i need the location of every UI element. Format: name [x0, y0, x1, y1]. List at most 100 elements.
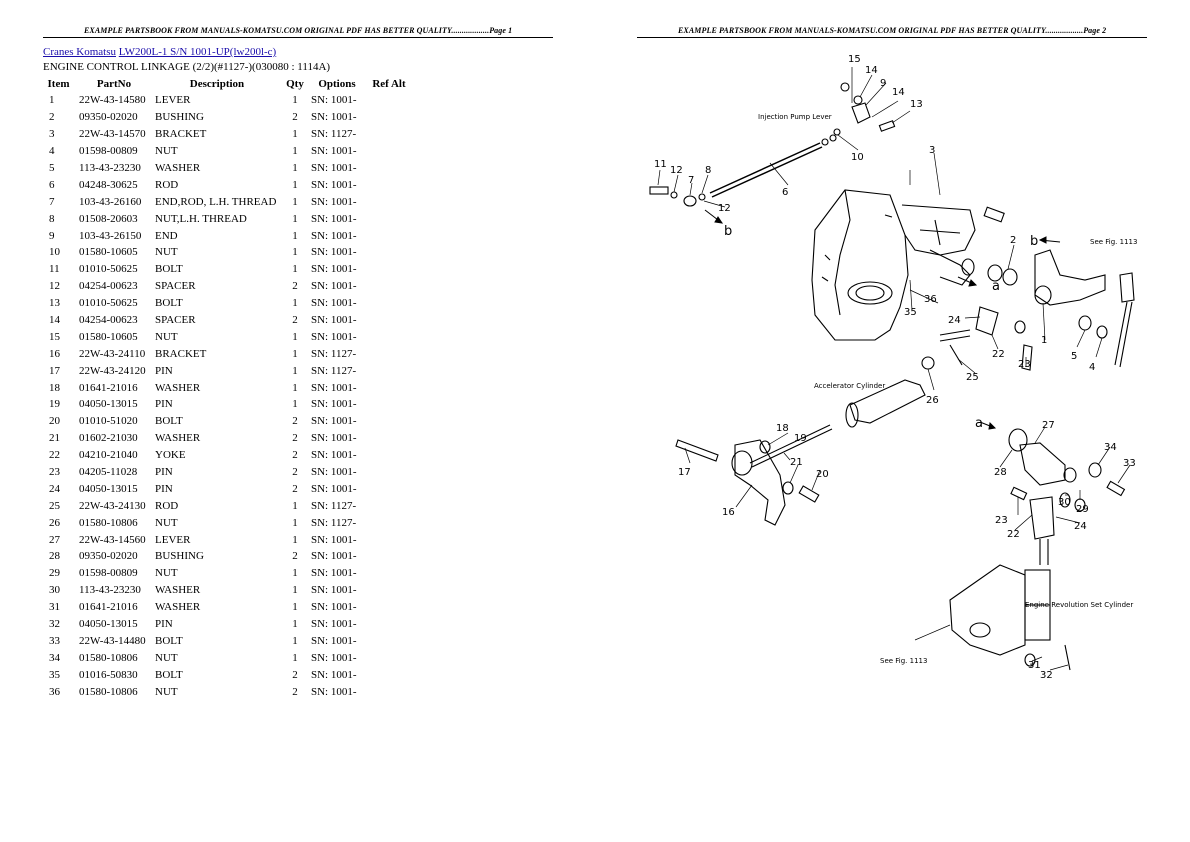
cell-refalt [366, 345, 412, 362]
cell-description: NUT [155, 330, 178, 343]
cell-description: END,ROD, L.H. THREAD [155, 195, 277, 208]
bolt-11 [649, 186, 669, 195]
cell-qty: 1 [292, 364, 298, 377]
cell-item: 20 [49, 415, 60, 428]
cell-item: 36 [49, 685, 60, 698]
callout-2: 2 [1010, 235, 1016, 246]
cell-refalt [366, 295, 412, 312]
callout-29: 29 [1076, 504, 1089, 515]
cell-options: SN: 1001- [311, 263, 357, 276]
callout-15: 15 [848, 54, 861, 65]
callout-34: 34 [1104, 442, 1117, 453]
cell-qty: 1 [292, 229, 298, 242]
cell-options: SN: 1001- [311, 415, 357, 428]
cell-description: PIN [155, 466, 173, 479]
cell-item: 31 [49, 601, 60, 614]
cell-item: 33 [49, 634, 60, 647]
cell-options: SN: 1001- [311, 314, 357, 327]
cell-item: 12 [49, 280, 60, 293]
cell-item: 7 [49, 195, 55, 208]
cell-item: 17 [49, 364, 60, 377]
cell-description: WASHER [155, 601, 201, 614]
cell-refalt [366, 278, 412, 295]
callout-16: 16 [722, 507, 735, 518]
cell-options: SN: 1001- [311, 432, 357, 445]
callout-32: 32 [1040, 670, 1053, 681]
cell-refalt [366, 582, 412, 599]
page-header-left: EXAMPLE PARTSBOOK FROM MANUALS-KOMATSU.C… [84, 26, 513, 35]
cell-qty: 2 [292, 466, 298, 479]
callout-7: 7 [688, 175, 694, 186]
cell-qty: 1 [292, 297, 298, 310]
cell-item: 9 [49, 229, 55, 242]
callout-5: 5 [1071, 351, 1077, 362]
callout-13: 13 [910, 99, 923, 110]
cell-qty: 1 [292, 634, 298, 647]
cell-options: SN: 1001- [311, 330, 357, 343]
breadcrumb-link-category[interactable]: Cranes Komatsu [43, 46, 117, 58]
cell-partno: 04248-30625 [79, 178, 138, 191]
cell-options: SN: 1001- [311, 533, 357, 546]
cell-partno: 103-43-26150 [79, 229, 142, 242]
callout-11: 11 [654, 159, 667, 170]
cell-description: BUSHING [155, 550, 204, 563]
cell-item: 24 [49, 482, 60, 495]
cell-qty: 1 [292, 162, 298, 174]
cell-partno: 04050-13015 [79, 482, 138, 495]
callout-18: 18 [776, 423, 789, 434]
cell-description: PIN [155, 364, 173, 377]
cell-qty: 1 [292, 212, 298, 225]
cell-qty: 1 [292, 347, 298, 360]
cell-description: LEVER [155, 533, 191, 546]
cell-partno: 01010-50625 [79, 297, 138, 310]
cell-partno: 22W-43-14570 [79, 128, 146, 141]
callout-22b: 22 [1007, 529, 1020, 540]
cell-options: SN: 1001- [311, 651, 357, 664]
cell-options: SN: 1001- [311, 229, 357, 242]
cell-item: 13 [49, 297, 60, 310]
cell-description: WASHER [155, 584, 201, 597]
cell-qty: 1 [292, 516, 298, 529]
table-row: 13 01010-50625 BOLT 1 SN: 1001- [41, 295, 412, 312]
cell-options: SN: 1001- [311, 178, 357, 191]
cell-description: SPACER [155, 280, 196, 293]
cell-options: SN: 1127- [311, 499, 357, 512]
cell-options: SN: 1127- [311, 347, 357, 360]
cell-options: SN: 1001- [311, 297, 357, 310]
cell-description: END [155, 229, 178, 242]
cell-item: 26 [49, 516, 60, 529]
breadcrumb: Cranes Komatsu LW200L-1 S/N 1001-UP(lw20… [43, 46, 276, 58]
cell-item: 8 [49, 212, 55, 225]
cell-partno: 01010-51020 [79, 415, 138, 428]
cell-qty: 1 [292, 499, 298, 512]
callout-25: 25 [966, 372, 979, 383]
cell-options: SN: 1127- [311, 516, 357, 529]
cell-item: 11 [49, 263, 60, 276]
cell-refalt [366, 548, 412, 565]
cell-item: 34 [49, 651, 60, 664]
page-title: ENGINE CONTROL LINKAGE (2/2)(#1127-)(030… [43, 61, 331, 73]
callout-19: 19 [794, 433, 807, 444]
caption-see-fig-lower: See Fig. 1113 [880, 657, 927, 665]
cell-options: SN: 1001- [311, 482, 357, 495]
cell-qty: 1 [292, 601, 298, 614]
breadcrumb-link-model[interactable]: LW200L-1 S/N 1001-UP(lw200l-c) [118, 46, 277, 58]
cell-description: BOLT [155, 297, 183, 310]
cell-options: SN: 1001- [311, 550, 357, 563]
cell-item: 15 [49, 330, 60, 343]
cell-description: ROD [155, 178, 179, 191]
table-row: 9 103-43-26150 END 1 SN: 1001- [41, 227, 412, 244]
bushing-28 [1008, 428, 1028, 452]
